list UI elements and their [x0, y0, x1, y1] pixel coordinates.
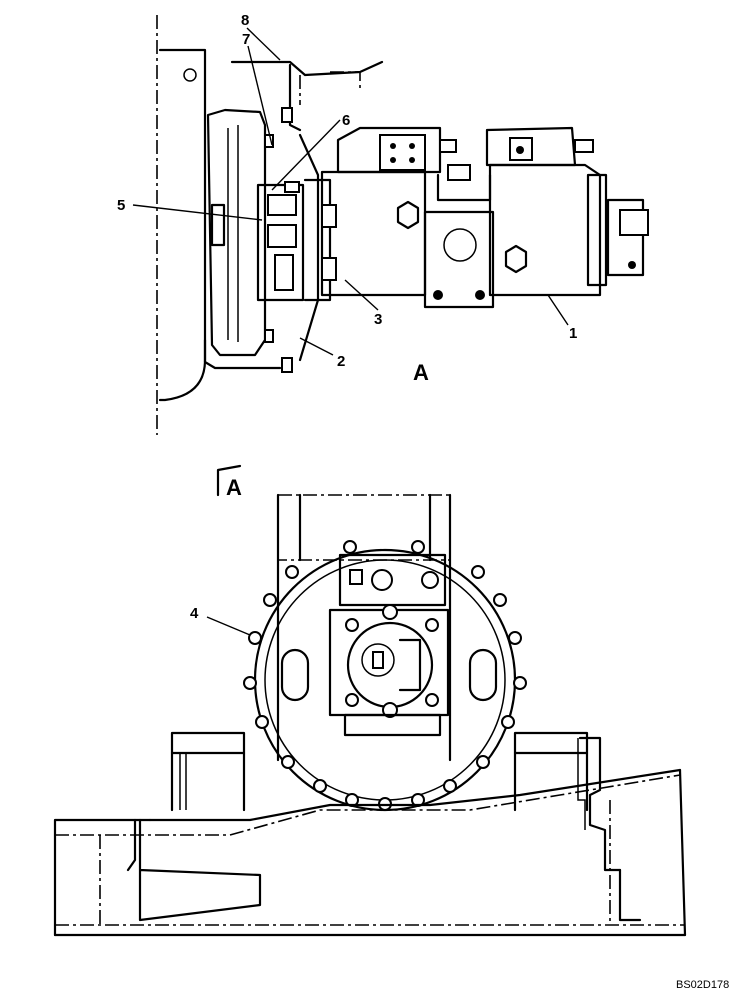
gear-pump: [606, 198, 645, 277]
gear-pump-center: [361, 643, 395, 677]
regulator-port-2: [421, 571, 439, 589]
coupling-housing: [206, 108, 267, 357]
manifold-bolt: [433, 290, 443, 300]
top-bracket-hidden: [299, 71, 361, 105]
front-regulator-block: [379, 134, 426, 171]
right-bracket: [578, 736, 622, 872]
manifold-fitting: [447, 164, 471, 181]
leader-4: [206, 616, 251, 636]
upper-housing-hidden: [277, 494, 451, 561]
left-mount-legs: [170, 751, 246, 812]
rear-regulator: [485, 126, 577, 167]
callout-2: 2: [337, 353, 345, 370]
upper-housing-sides: [298, 493, 432, 562]
coupling-shaft: [274, 254, 294, 291]
leader-1: [547, 294, 569, 326]
housing-bolt-bottom: [264, 329, 274, 343]
face-bolt: [345, 618, 359, 632]
section-marker-bracket: [216, 464, 242, 497]
flywheel-hub: [210, 203, 226, 247]
gear-pump-slot: [372, 651, 384, 669]
rear-endcap: [586, 173, 608, 287]
coupling-block-1: [267, 194, 297, 216]
callout-4: 4: [190, 605, 199, 622]
callout-8: 8: [241, 12, 249, 29]
bracket-bolt-top: [281, 107, 293, 123]
flange-plate: [298, 133, 320, 362]
flywheel-lines: [227, 125, 239, 342]
bottom-port: [382, 702, 398, 718]
callout-6: 6: [342, 112, 350, 129]
right-mount-pad: [513, 731, 589, 755]
face-bolt: [425, 693, 439, 707]
left-frame-bracket: [138, 818, 262, 922]
face-bolt: [345, 693, 359, 707]
top-port: [382, 604, 398, 620]
gear-pump-bracket: [398, 638, 422, 692]
reg-bolt: [409, 143, 415, 149]
rear-pump-body: [488, 163, 602, 297]
callout-7: 7: [242, 31, 250, 48]
leader-8: [246, 27, 281, 61]
left-frame-tab: [126, 818, 137, 872]
left-mount-pad: [170, 731, 246, 755]
right-frame-tab: [618, 868, 642, 922]
leader-5: [132, 204, 263, 221]
top-bracket: [230, 60, 384, 77]
regulator-fitting: [349, 569, 363, 585]
gear-pump-bolt: [628, 261, 636, 269]
wall-bolt: [183, 68, 197, 82]
housing-bolt-top: [264, 134, 274, 148]
front-hex-plug: [396, 200, 420, 230]
pump-flange: [303, 178, 332, 302]
reg-bolt: [409, 157, 415, 163]
callout-5: 5: [117, 197, 125, 214]
leader-3: [344, 279, 379, 311]
bolt-circle: [243, 540, 527, 811]
reg-bolt: [390, 157, 396, 163]
lower-bracket: [203, 338, 282, 370]
coupling: [256, 183, 305, 302]
rear-regulator-knob: [574, 139, 594, 153]
front-port-1: [321, 204, 337, 228]
left-slot: [280, 648, 310, 702]
front-pump-body: [320, 170, 427, 297]
callout-3: 3: [374, 311, 382, 328]
end-view: A: [53, 464, 687, 937]
right-bracket-inner: [577, 738, 586, 830]
frame-right: [678, 768, 687, 937]
view-label: A: [413, 360, 429, 385]
face-bolt: [425, 618, 439, 632]
left-mount-inner: [179, 753, 187, 810]
reg-bolt: [390, 143, 396, 149]
side-view: 8 7 6 5 3 2 1 A: [117, 12, 649, 435]
leader-7: [247, 45, 273, 146]
manifold-port: [443, 228, 477, 262]
gear-pump-port: [619, 209, 649, 236]
coupling-cap: [284, 181, 300, 193]
pump-base: [343, 713, 442, 737]
leader-2: [299, 337, 334, 356]
housing-wall: [158, 48, 207, 402]
coupling-block-2: [267, 224, 297, 248]
regulator-port: [371, 569, 393, 591]
drawing-code: BS02D178: [676, 979, 729, 991]
right-mount-legs: [513, 751, 589, 812]
reg-bolt: [516, 146, 524, 154]
section-marker-label: A: [226, 475, 242, 500]
center-manifold: [423, 210, 495, 309]
regulator-knob: [439, 139, 457, 153]
frame-hidden-verticals: [99, 800, 611, 925]
callout-1: 1: [569, 325, 577, 342]
bracket-arm: [288, 63, 302, 132]
right-slot: [468, 648, 498, 702]
manifold-bolt: [475, 290, 485, 300]
leader-6: [271, 119, 341, 191]
frame-upper-hidden: [55, 774, 681, 836]
bracket-bolt-bottom: [281, 357, 293, 373]
front-port-2: [321, 257, 337, 281]
frame-upper: [148, 768, 682, 822]
rear-hex-plug: [504, 244, 528, 274]
